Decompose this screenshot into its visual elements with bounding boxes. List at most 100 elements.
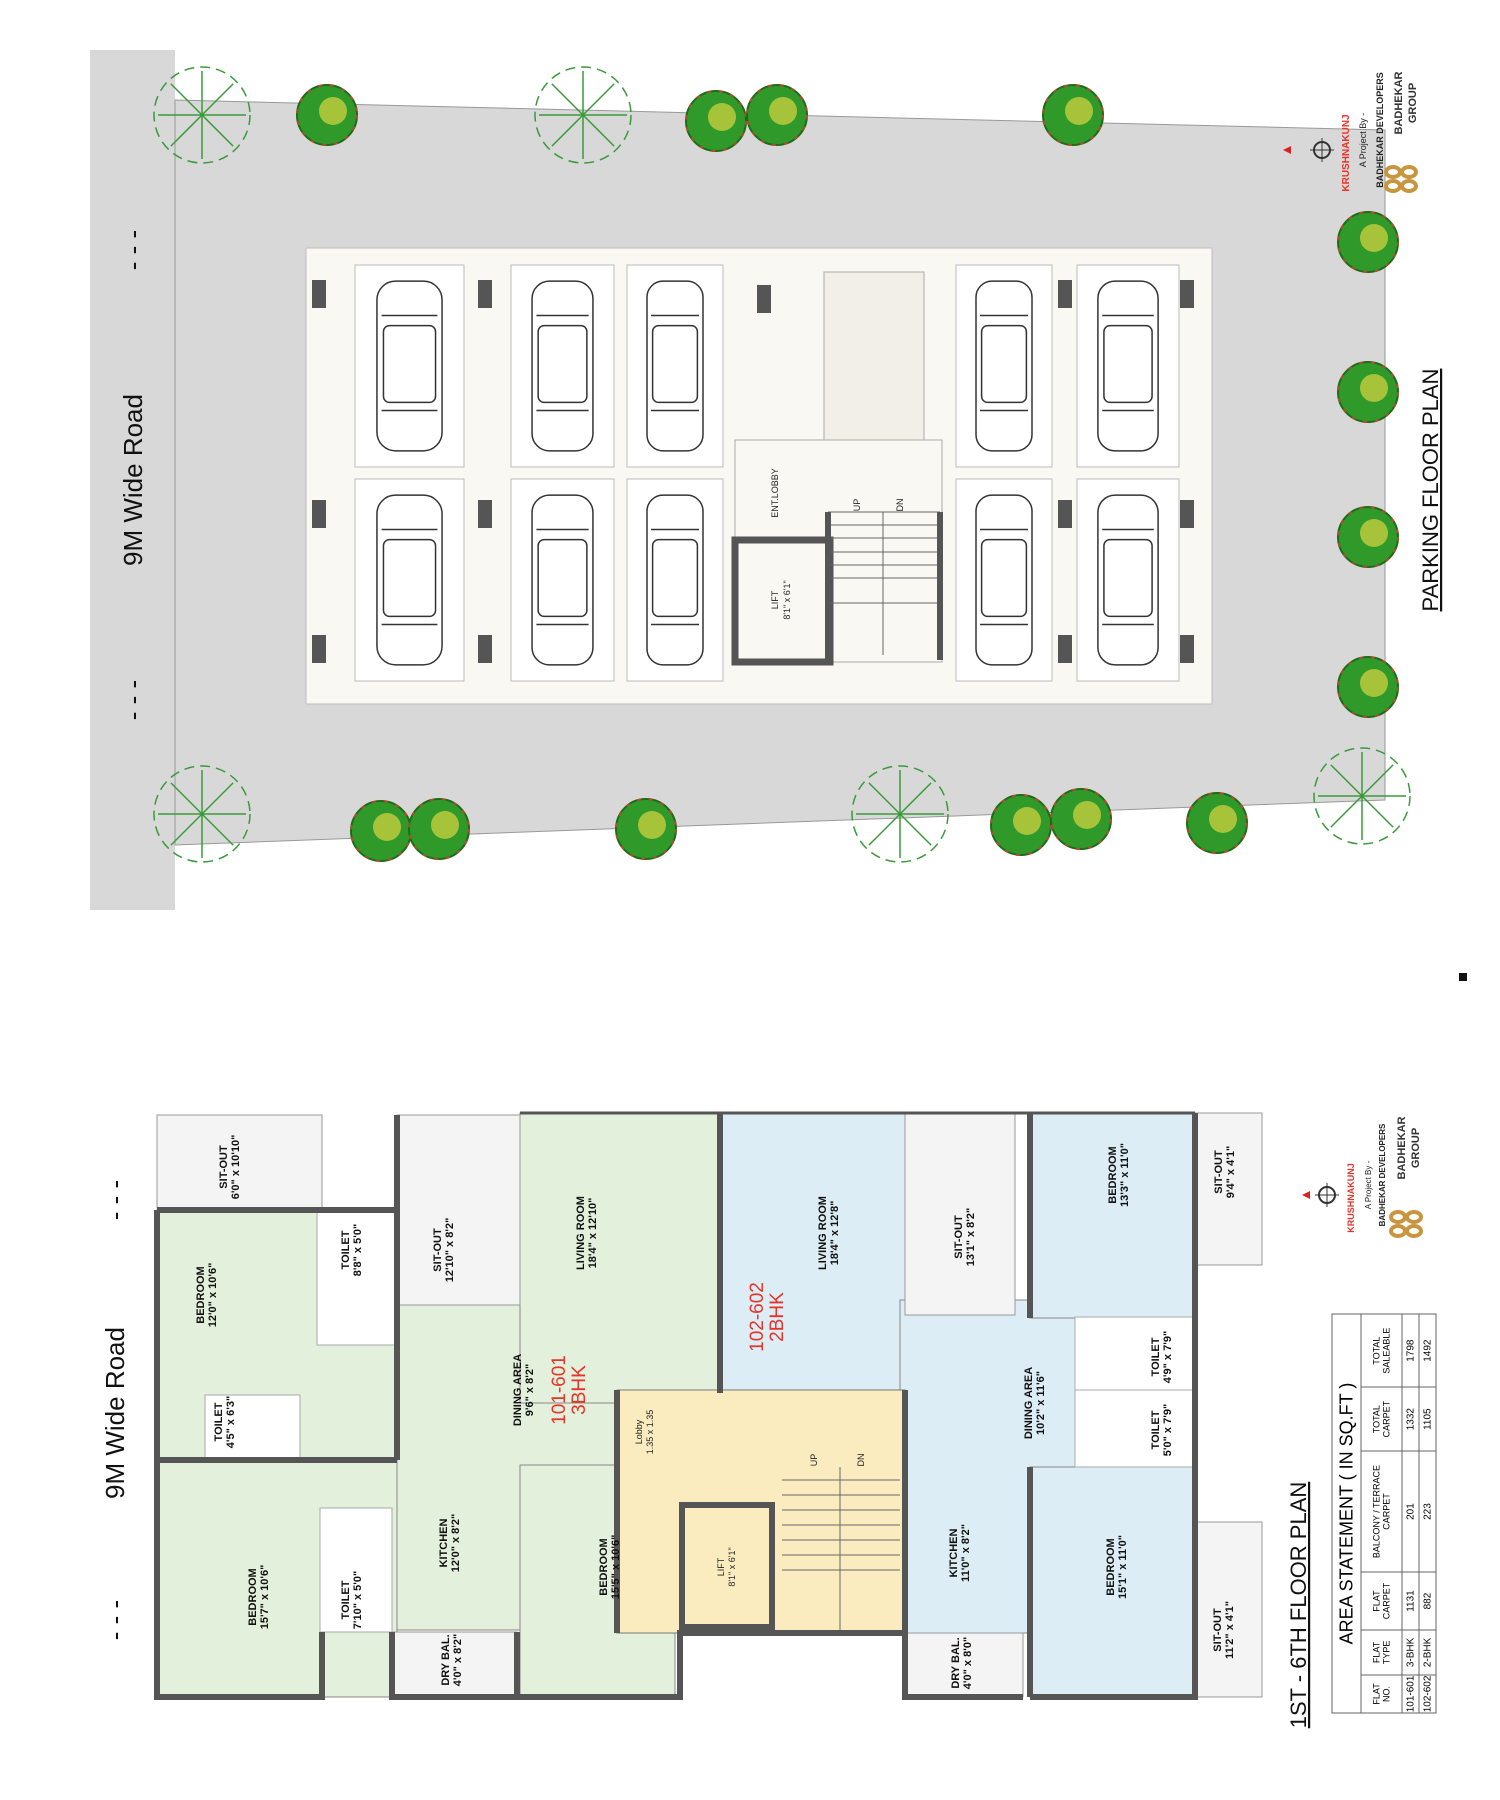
stair-up-label: UP [809,1454,819,1467]
tree-outline-icon [851,765,949,863]
car-icon [376,280,443,452]
tree-icon [1042,84,1104,146]
room-size: 12'0" x 8'2" [450,1514,462,1572]
tree-icon [615,798,677,860]
dn-label: DN [895,499,905,512]
room-name: BEDROOM [195,1266,207,1323]
tree-icon [408,798,470,860]
walls [154,1111,1198,1700]
badhekar-logo-icon [1384,165,1418,193]
lift-shaft [679,1502,775,1630]
road-label-top: 9M Wide Road [118,394,148,566]
room-name: TOILET [340,1230,352,1269]
tree-icon [990,794,1052,856]
lift-size: 8'1" x 6'1" [782,580,792,619]
room-name: TOILET [1150,1337,1162,1376]
badhekar-logo-icon [1389,1210,1423,1238]
developer-name: BADHEKAR DEVELOPERS [1375,72,1385,188]
road-dashes: - - - [118,680,148,720]
car-icon [531,280,594,452]
parking-slot [1076,264,1180,468]
tree-icon [1337,211,1399,273]
parking-slot [510,478,615,682]
cell: 223 [1419,1451,1436,1573]
road-label-bottom: 9M Wide Road [100,1327,130,1499]
room-name: LIVING ROOM [817,1196,829,1270]
room-name: Lobby [634,1419,644,1444]
room-size: 4'0" x 8'0" [962,1637,974,1689]
col-header: FLAT TYPE [1361,1630,1402,1675]
road-dashes: - - - [118,230,148,270]
sitout-balconies [156,1112,1263,1698]
common-core [616,1389,906,1634]
room-size: 1.35 x 1.35 [645,1410,655,1455]
column [1180,500,1194,528]
column [1058,280,1072,308]
tree-outline-icon [1313,747,1411,845]
project-by: A Project By - [1364,1160,1373,1209]
room-size: 15'1" x 11'0" [1117,1535,1129,1599]
column [478,280,492,308]
flat-3bhk-number: 101-601 [549,1355,570,1425]
group-name-1: BADHEKAR [1393,71,1405,134]
col-header: BALCONY / TERRACE CARPET [1361,1451,1402,1573]
cell: 1131 [1402,1572,1419,1631]
car-icon [1097,280,1159,452]
trees [153,66,1411,863]
room-name: BEDROOM [1107,1146,1119,1203]
tree-icon [685,90,747,152]
room-name: TOILET [1150,1410,1162,1449]
ent-lobby-label: ENT.LOBBY [770,468,780,518]
room-size: 10'2" x 11'6" [1035,1371,1047,1435]
parking-slot [955,264,1053,468]
room-name: DINING AREA [512,1354,524,1426]
flat-3bhk-type: 3BHK [569,1365,590,1415]
car-icon [376,494,443,666]
table-row: 102-602 2-BHK 882 223 1105 1492 [1419,1314,1436,1713]
room-size: 15'5" x 10'6" [610,1535,622,1600]
room-name: LIVING ROOM [575,1196,587,1270]
area-statement-table: AREA STATEMENT ( IN SQ.FT ) FLAT NO. FLA… [1332,1314,1437,1714]
project-name: KRUSHNAKUNJ [1346,1163,1356,1233]
col-header: FLAT NO. [1361,1674,1402,1713]
room-size: 4'5" x 6'3" [225,1396,237,1448]
tree-outline-icon [534,66,632,164]
logo-block: KRUSHNAKUNJ A Project By - BADHEKAR DEVE… [1283,71,1419,193]
floor-plan-title: 1ST - 6TH FLOOR PLAN [1286,1482,1311,1729]
tree-icon [1186,792,1248,854]
room-size: 18'4" x 12'8" [829,1201,841,1266]
flat-2bhk-type: 2BHK [767,1292,788,1342]
project-by: A Project By - [1358,113,1368,168]
cell: 2-BHK [1419,1630,1436,1675]
parking-plan-title: PARKING FLOOR PLAN [1418,369,1443,612]
tree-icon [1337,361,1399,423]
tree-outline-icon [153,66,251,164]
stair-dn-label: DN [856,1454,866,1467]
room-size: 11'2" x 4'1" [1224,1601,1236,1659]
parking-slot [354,478,465,682]
road [90,50,175,910]
room-name: KITCHEN [438,1519,450,1568]
column [1180,280,1194,308]
room-size: 9'6" x 8'2" [524,1364,536,1416]
cell: 201 [1402,1451,1419,1573]
room-size: 4'9" x 7'9" [1162,1331,1174,1383]
parking-slot [955,478,1053,682]
entrance-lobby: ENT.LOBBY LIFT 8'1" x 6'1" UP DN [731,271,943,666]
room-name: SIT-OUT [1212,1608,1224,1652]
room-name: SIT-OUT [1213,1150,1225,1194]
room-size: 8'1" x 6'1" [727,1547,737,1586]
room-name: DRY BAL. [950,1637,962,1688]
